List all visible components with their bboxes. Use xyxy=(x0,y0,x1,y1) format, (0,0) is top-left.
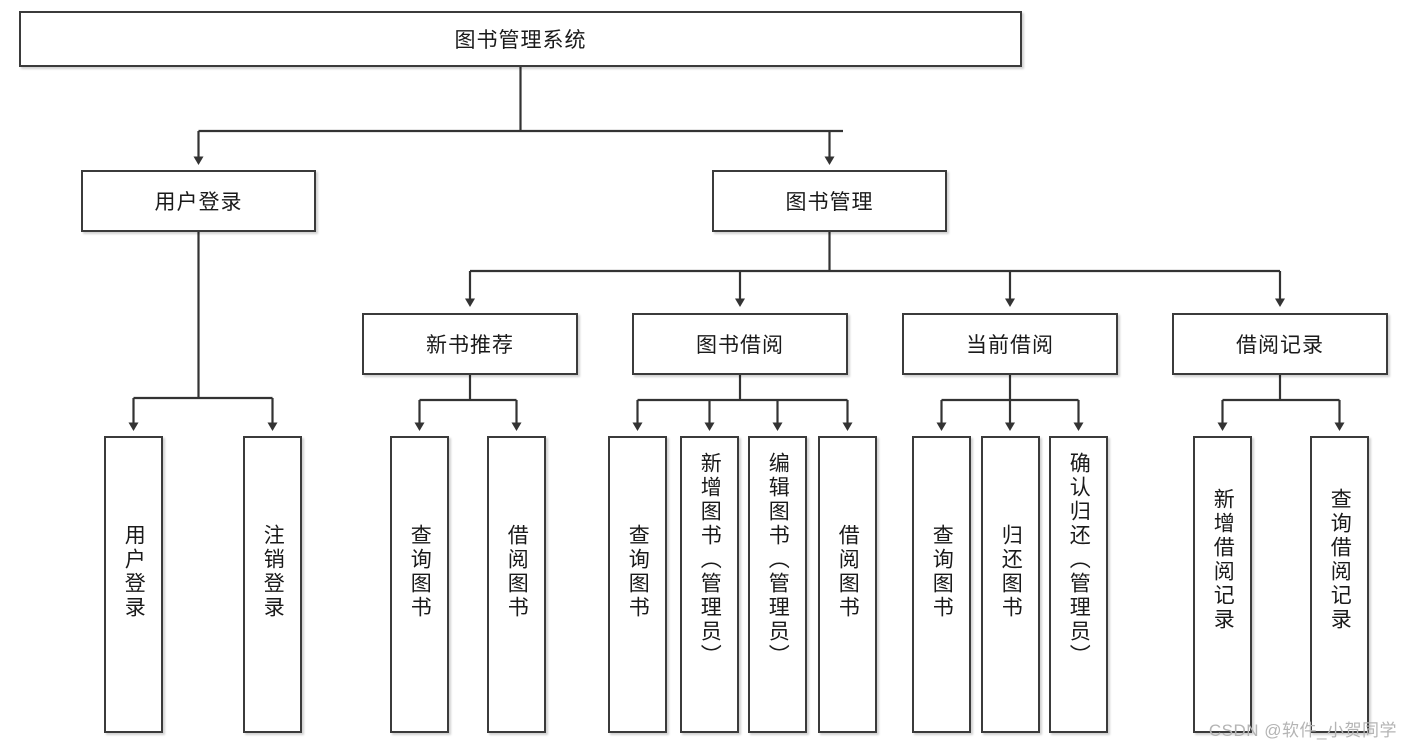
leaf-user-logout-label: 注销登录 xyxy=(261,524,285,620)
node-borrow-record-label: 借阅记录 xyxy=(1236,334,1324,357)
node-user-login-label: 用户登录 xyxy=(154,191,243,214)
leaf-borrow-borrow-book-label: 借阅图书 xyxy=(836,524,860,620)
leaf-user-login-label: 用户登录 xyxy=(122,524,146,620)
leaf-recommend-borrow-book[interactable]: 借阅图书 xyxy=(487,436,546,733)
leaf-record-query[interactable]: 查询借阅记录 xyxy=(1310,436,1369,733)
leaf-borrow-query-book[interactable]: 查询图书 xyxy=(608,436,667,733)
leaf-record-add[interactable]: 新增借阅记录 xyxy=(1193,436,1252,733)
leaf-recommend-query-book[interactable]: 查询图书 xyxy=(390,436,449,733)
leaf-current-return-book-label: 归还图书 xyxy=(999,524,1023,620)
node-user-login[interactable]: 用户登录 xyxy=(81,170,316,232)
node-root-label: 图书管理系统 xyxy=(454,29,587,52)
leaf-borrow-add-book-label: 新增图书（管理员） xyxy=(698,452,722,668)
leaf-current-confirm-return-label: 确认归还（管理员） xyxy=(1067,452,1091,668)
node-book-management-label: 图书管理 xyxy=(785,191,874,214)
node-borrow-record[interactable]: 借阅记录 xyxy=(1172,313,1388,375)
leaf-current-return-book[interactable]: 归还图书 xyxy=(981,436,1040,733)
leaf-current-query-book-label: 查询图书 xyxy=(930,524,954,620)
leaf-borrow-edit-book[interactable]: 编辑图书（管理员） xyxy=(748,436,807,733)
leaf-user-login[interactable]: 用户登录 xyxy=(104,436,163,733)
node-current-borrow[interactable]: 当前借阅 xyxy=(902,313,1118,375)
leaf-record-add-label: 新增借阅记录 xyxy=(1211,488,1235,632)
node-root[interactable]: 图书管理系统 xyxy=(19,11,1022,67)
watermark-text: CSDN @软件_小贺同学 xyxy=(1208,721,1397,740)
leaf-borrow-query-book-label: 查询图书 xyxy=(626,524,650,620)
leaf-recommend-borrow-book-label: 借阅图书 xyxy=(505,524,529,620)
leaf-current-query-book[interactable]: 查询图书 xyxy=(912,436,971,733)
leaf-user-logout[interactable]: 注销登录 xyxy=(243,436,302,733)
leaf-borrow-borrow-book[interactable]: 借阅图书 xyxy=(818,436,877,733)
node-new-book-recommend[interactable]: 新书推荐 xyxy=(362,313,578,375)
leaf-current-confirm-return[interactable]: 确认归还（管理员） xyxy=(1049,436,1108,733)
leaf-record-query-label: 查询借阅记录 xyxy=(1328,488,1352,632)
node-new-book-recommend-label: 新书推荐 xyxy=(426,334,514,357)
leaf-borrow-add-book[interactable]: 新增图书（管理员） xyxy=(680,436,739,733)
node-book-borrow-label: 图书借阅 xyxy=(696,334,784,357)
node-book-borrow[interactable]: 图书借阅 xyxy=(632,313,848,375)
leaf-recommend-query-book-label: 查询图书 xyxy=(408,524,432,620)
node-current-borrow-label: 当前借阅 xyxy=(966,334,1054,357)
leaf-borrow-edit-book-label: 编辑图书（管理员） xyxy=(766,452,790,668)
node-book-management[interactable]: 图书管理 xyxy=(712,170,947,232)
